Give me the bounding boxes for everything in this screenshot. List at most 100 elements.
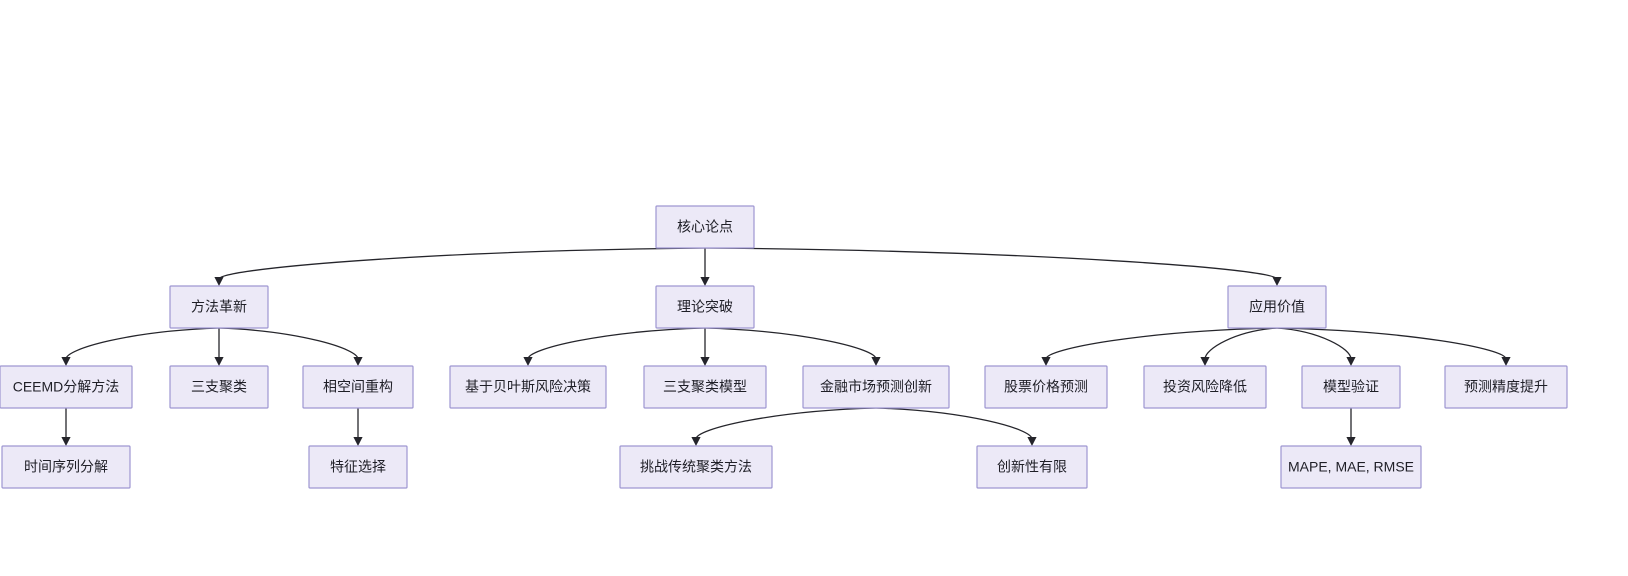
node-box[interactable] bbox=[1301, 365, 1401, 409]
node-l3f[interactable]: 金融市场预测创新 bbox=[802, 365, 950, 409]
node-box[interactable] bbox=[655, 205, 755, 249]
node-l3e[interactable]: 三支聚类模型 bbox=[643, 365, 767, 409]
node-box[interactable] bbox=[169, 285, 269, 329]
edge-arrowhead bbox=[1041, 357, 1051, 366]
edge-l2a-to-l3b bbox=[214, 328, 224, 366]
edge-l3i-to-l4e bbox=[1346, 408, 1356, 446]
node-box[interactable] bbox=[169, 365, 269, 409]
node-box[interactable] bbox=[976, 445, 1088, 489]
node-label: 应用价值 bbox=[1249, 299, 1305, 315]
edge-arrowhead bbox=[1027, 437, 1037, 446]
edge-root-to-l2c bbox=[704, 247, 1282, 286]
edge-line bbox=[218, 327, 359, 360]
node-box[interactable] bbox=[802, 365, 950, 409]
edge-arrowhead bbox=[353, 357, 363, 366]
edge-arrowhead bbox=[1501, 357, 1511, 366]
node-l3g[interactable]: 股票价格预测 bbox=[984, 365, 1108, 409]
node-label: 三支聚类 bbox=[191, 379, 247, 395]
node-l4c[interactable]: 挑战传统聚类方法 bbox=[619, 445, 773, 489]
edge-arrowhead bbox=[1346, 437, 1356, 446]
node-l4b[interactable]: 特征选择 bbox=[308, 445, 408, 489]
node-label: 相空间重构 bbox=[323, 379, 393, 395]
edge-l3f-to-l4d bbox=[875, 407, 1037, 446]
edge-l2a-to-l3c bbox=[218, 327, 363, 366]
node-label: 模型验证 bbox=[1323, 379, 1379, 395]
edge-line bbox=[527, 327, 706, 360]
edge-arrowhead bbox=[214, 277, 224, 286]
edge-line bbox=[704, 247, 1278, 280]
node-l2b[interactable]: 理论突破 bbox=[655, 285, 755, 329]
node-label: 时间序列分解 bbox=[24, 459, 108, 475]
edge-l2c-to-l3h bbox=[1200, 327, 1278, 366]
edge-arrowhead bbox=[1272, 277, 1282, 286]
node-label: 股票价格预测 bbox=[1004, 379, 1088, 395]
node-box[interactable] bbox=[449, 365, 607, 409]
edge-l3c-to-l4b bbox=[353, 408, 363, 446]
edge-l3a-to-l4a bbox=[61, 408, 71, 446]
edge-line bbox=[1204, 327, 1278, 360]
node-label: 特征选择 bbox=[330, 459, 386, 475]
edge-line bbox=[218, 247, 706, 280]
edge-arrowhead bbox=[214, 357, 224, 366]
node-box[interactable] bbox=[1, 445, 131, 489]
node-label: MAPE, MAE, RMSE bbox=[1288, 459, 1414, 475]
edges-layer bbox=[61, 247, 1511, 446]
node-label: 三支聚类模型 bbox=[663, 379, 747, 395]
node-box[interactable] bbox=[655, 285, 755, 329]
edge-l2c-to-l3g bbox=[1041, 327, 1278, 366]
edge-arrowhead bbox=[1346, 357, 1356, 366]
node-l2c[interactable]: 应用价值 bbox=[1227, 285, 1327, 329]
node-label: 创新性有限 bbox=[997, 459, 1067, 475]
node-l3c[interactable]: 相空间重构 bbox=[302, 365, 414, 409]
node-label: 金融市场预测创新 bbox=[820, 379, 932, 395]
edge-line bbox=[1276, 327, 1507, 360]
node-box[interactable] bbox=[984, 365, 1108, 409]
edge-l3f-to-l4c bbox=[691, 407, 877, 446]
edge-arrowhead bbox=[871, 357, 881, 366]
node-l3i[interactable]: 模型验证 bbox=[1301, 365, 1401, 409]
node-l4d[interactable]: 创新性有限 bbox=[976, 445, 1088, 489]
edge-line bbox=[1276, 327, 1352, 360]
node-l2a[interactable]: 方法革新 bbox=[169, 285, 269, 329]
edge-root-to-l2b bbox=[700, 248, 710, 286]
node-l4e[interactable]: MAPE, MAE, RMSE bbox=[1280, 445, 1422, 489]
node-label: 投资风险降低 bbox=[1163, 379, 1247, 395]
node-l4a[interactable]: 时间序列分解 bbox=[1, 445, 131, 489]
node-box[interactable] bbox=[1143, 365, 1267, 409]
node-box[interactable] bbox=[619, 445, 773, 489]
edge-arrowhead bbox=[61, 437, 71, 446]
edge-arrowhead bbox=[353, 437, 363, 446]
edge-arrowhead bbox=[1200, 357, 1210, 366]
node-label: 理论突破 bbox=[677, 299, 733, 315]
edge-line bbox=[1045, 327, 1278, 360]
node-label: 预测精度提升 bbox=[1464, 379, 1548, 395]
edge-l2b-to-l3d bbox=[523, 327, 706, 366]
node-label: 核心论点 bbox=[677, 219, 733, 235]
node-box[interactable] bbox=[0, 365, 133, 409]
node-box[interactable] bbox=[1444, 365, 1568, 409]
node-box[interactable] bbox=[643, 365, 767, 409]
node-box[interactable] bbox=[308, 445, 408, 489]
node-l3b[interactable]: 三支聚类 bbox=[169, 365, 269, 409]
edge-line bbox=[65, 327, 220, 360]
edge-l2b-to-l3e bbox=[700, 328, 710, 366]
edge-arrowhead bbox=[61, 357, 71, 366]
node-l3a[interactable]: CEEMD分解方法 bbox=[0, 365, 133, 409]
node-label: 挑战传统聚类方法 bbox=[640, 459, 752, 475]
node-label: 方法革新 bbox=[191, 299, 247, 315]
node-l3h[interactable]: 投资风险降低 bbox=[1143, 365, 1267, 409]
node-l3d[interactable]: 基于贝叶斯风险决策 bbox=[449, 365, 607, 409]
node-l3j[interactable]: 预测精度提升 bbox=[1444, 365, 1568, 409]
edge-arrowhead bbox=[700, 277, 710, 286]
node-box[interactable] bbox=[302, 365, 414, 409]
edge-arrowhead bbox=[523, 357, 533, 366]
node-root[interactable]: 核心论点 bbox=[655, 205, 755, 249]
edge-l2c-to-l3j bbox=[1276, 327, 1511, 366]
node-box[interactable] bbox=[1227, 285, 1327, 329]
edge-line bbox=[875, 407, 1033, 440]
edge-arrowhead bbox=[691, 437, 701, 446]
node-box[interactable] bbox=[1280, 445, 1422, 489]
edge-arrowhead bbox=[700, 357, 710, 366]
